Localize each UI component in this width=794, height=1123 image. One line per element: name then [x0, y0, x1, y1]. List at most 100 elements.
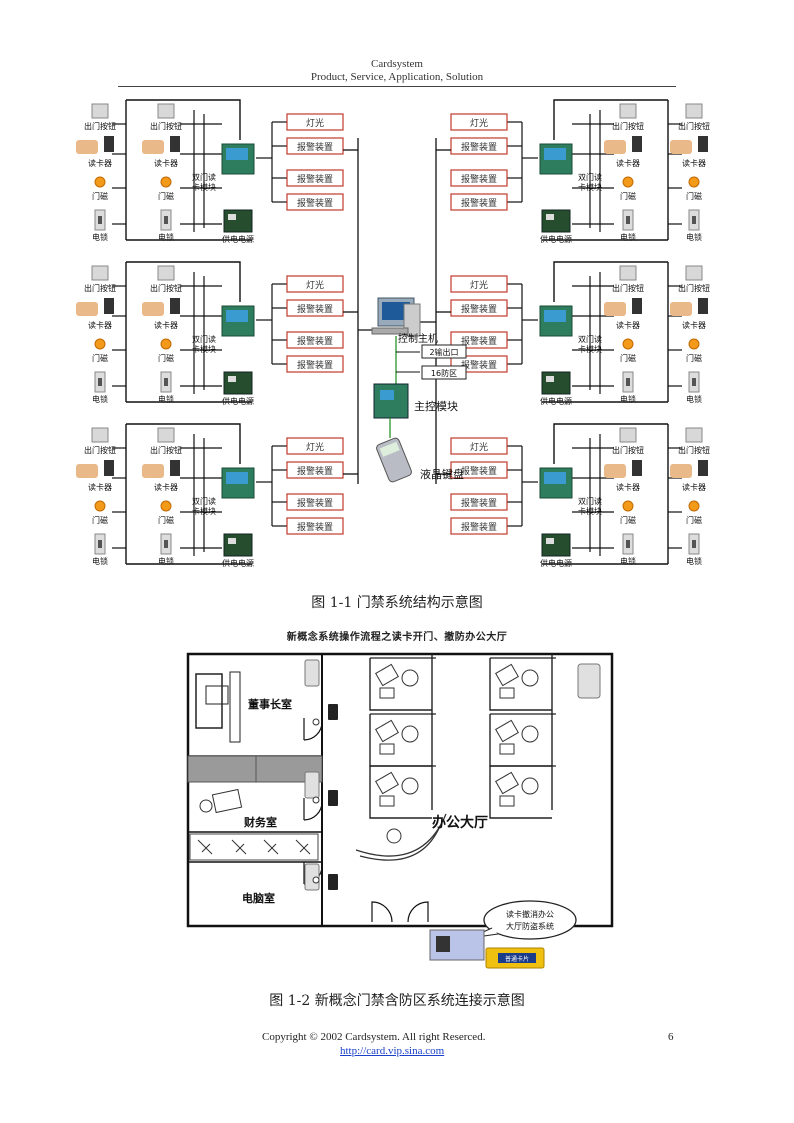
label-power-supply: 供电电源 [540, 396, 572, 406]
label-module-line1: 双门读 [192, 172, 216, 182]
cubicle-desk [489, 657, 556, 711]
hand-icon [76, 302, 98, 316]
header-rule [118, 86, 676, 87]
room-label-computer: 电脑室 [242, 891, 275, 905]
cubicle-desk [369, 713, 436, 767]
computer-desks [189, 833, 319, 861]
label-exit-button: 出门按钮 [84, 283, 116, 293]
office-floor-plan: 董事长室 财务室 电脑室 办公大厅 读卡撤消办公 大厅防盗系统 普通卡片 [186, 652, 614, 969]
label-lock: 电锁 [686, 394, 702, 404]
label-power-supply: 供电电源 [540, 234, 572, 244]
label-lock: 电锁 [620, 232, 636, 242]
label-card-reader: 读卡器 [88, 158, 112, 168]
hand-icon [142, 464, 164, 478]
cubicle-desk [489, 713, 556, 767]
label-module-line2: 卡模块 [578, 344, 602, 354]
light-device-box [286, 437, 344, 455]
label-door-magnet: 门磁 [620, 515, 636, 525]
exit-button-icon [619, 265, 637, 281]
label-alarm: 报警装置 [297, 359, 333, 371]
label-light: 灯光 [306, 117, 324, 129]
exit-button-icon [685, 427, 703, 443]
reception-desk [359, 825, 441, 861]
label-alarm: 报警装置 [297, 521, 333, 533]
footer-url[interactable]: http://card.vip.sina.com [340, 1045, 445, 1057]
exit-button-icon [685, 265, 703, 281]
alarm-device-box [286, 169, 344, 187]
alarm-device-box [450, 517, 508, 535]
label-alarm: 报警装置 [297, 173, 333, 185]
alarm-device-box [450, 331, 508, 349]
label-door-magnet: 门磁 [158, 515, 174, 525]
label-door-magnet: 门磁 [92, 353, 108, 363]
label-module-line1: 双门读 [192, 496, 216, 506]
door-magnet-icon [688, 176, 700, 188]
label-card-reader: 读卡器 [616, 320, 640, 330]
label-card-reader: 读卡器 [88, 320, 112, 330]
hand-icon [142, 140, 164, 154]
label-host: 控制主机 [398, 332, 438, 345]
label-module-line2: 卡模块 [192, 182, 216, 192]
light-device-box [286, 275, 344, 293]
alarm-device-box [286, 461, 344, 479]
label-card-reader: 读卡器 [154, 482, 178, 492]
card-reader-icon [698, 298, 708, 314]
exit-button-icon [619, 427, 637, 443]
access-control-structure-diagram: 出门按钮读卡器门磁电锁出门按钮读卡器门磁电锁双门读卡模块供电电源灯光报警装置报警… [76, 99, 710, 568]
label-output-ports: 2输出口 [429, 347, 458, 357]
door-unit-left: 出门按钮读卡器门磁电锁出门按钮读卡器门磁电锁双门读卡模块供电电源灯光报警装置报警… [76, 99, 358, 244]
card-reader-icon [170, 460, 180, 476]
label-card-reader: 读卡器 [616, 482, 640, 492]
label-light: 灯光 [306, 441, 324, 453]
exit-button-icon [685, 103, 703, 119]
label-card-reader: 读卡器 [154, 320, 178, 330]
alarm-device-box [286, 331, 344, 349]
door-magnet-icon [688, 500, 700, 512]
corridor-card-readers [328, 704, 338, 890]
label-zones: 16防区 [431, 368, 457, 378]
exit-button-icon [157, 103, 175, 119]
figure1-caption: 图 1-1 门禁系统结构示意图 [311, 595, 483, 611]
card-reader-icon [170, 298, 180, 314]
door-magnet-icon [160, 176, 172, 188]
alarm-device-box [286, 193, 344, 211]
exit-button-icon [157, 265, 175, 281]
alarm-device-box [450, 137, 508, 155]
footer-copyright: Copyright © 2002 Cardsystem. All right R… [262, 1031, 486, 1043]
label-light: 灯光 [470, 279, 488, 291]
label-power-supply: 供电电源 [222, 234, 254, 244]
exit-button-icon [619, 103, 637, 119]
alarm-device-box [450, 193, 508, 211]
hand-icon [604, 302, 626, 316]
label-alarm: 报警装置 [297, 497, 333, 509]
label-door-magnet: 门磁 [620, 353, 636, 363]
label-door-magnet: 门磁 [686, 353, 702, 363]
card-reader-icon [104, 298, 114, 314]
label-lock: 电锁 [92, 556, 108, 566]
label-power-supply: 供电电源 [222, 558, 254, 568]
label-alarm: 报警装置 [297, 335, 333, 347]
label-alarm: 报警装置 [461, 173, 497, 185]
label-lock: 电锁 [92, 232, 108, 242]
power-supply-board [223, 533, 253, 557]
cubicle-desk [369, 765, 436, 819]
light-device-box [450, 275, 508, 293]
label-exit-button: 出门按钮 [612, 121, 644, 131]
door-magnet-icon [160, 338, 172, 350]
alarm-device-box [450, 299, 508, 317]
hand-icon [670, 302, 692, 316]
header-tagline: Product, Service, Application, Solution [310, 71, 484, 83]
label-alarm: 报警装置 [461, 141, 497, 153]
hand-icon [76, 464, 98, 478]
card-reader-icon [632, 136, 642, 152]
card-reader-icon [104, 460, 114, 476]
light-device-box [450, 437, 508, 455]
figure2-title: 新概念系统操作流程之读卡开门、撤防办公大厅 [286, 632, 508, 643]
main-control-module-board [373, 383, 409, 419]
power-supply-board [223, 209, 253, 233]
door-magnet-icon [160, 500, 172, 512]
hall-cubicles [369, 654, 556, 819]
label-exit-button: 出门按钮 [84, 445, 116, 455]
label-alarm: 报警装置 [297, 303, 333, 315]
door-magnet-icon [688, 338, 700, 350]
